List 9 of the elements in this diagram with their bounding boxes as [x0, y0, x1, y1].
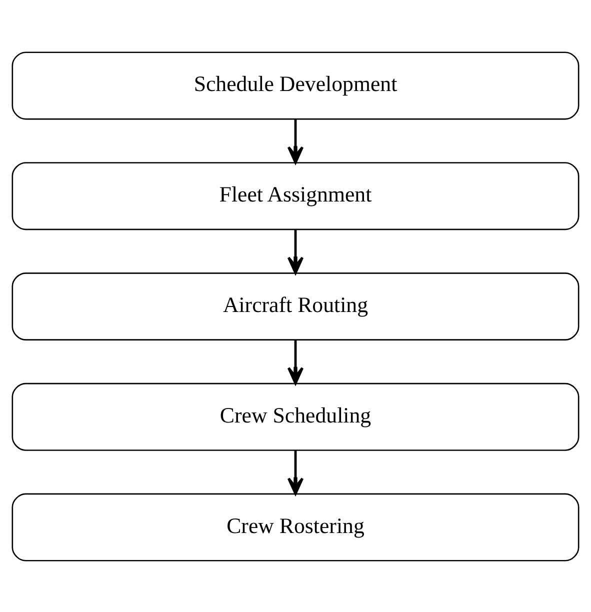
node-box: Schedule Development: [12, 51, 580, 120]
node-box: Crew Scheduling: [12, 382, 580, 450]
arrow: [287, 118, 304, 164]
arrow: [287, 229, 304, 274]
node-box: Aircraft Routing: [12, 272, 580, 340]
arrow: [287, 340, 304, 384]
node-box: Crew Rostering: [12, 492, 580, 561]
node-box: Fleet Assignment: [12, 162, 580, 230]
arrow: [287, 450, 304, 494]
